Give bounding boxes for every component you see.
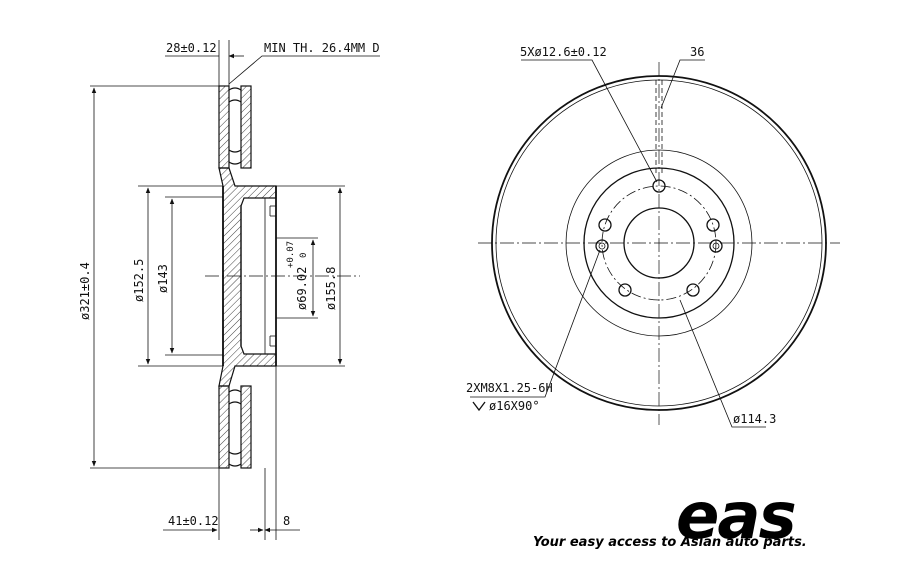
- bolt-hole-4: [618, 283, 632, 297]
- hat-thickness-dim: 8: [283, 514, 290, 528]
- hat-height-dim: 41±0.12: [168, 514, 219, 528]
- diameter-143-dim: ø143: [156, 264, 170, 293]
- side-section-view: 28±0.12 MIN TH. 26.4MM D ø321±0.4 ø152.5…: [78, 40, 380, 540]
- threaded-hole-left: [595, 239, 609, 253]
- countersink-symbol: [472, 401, 486, 412]
- bottom-vent-edges: [228, 389, 242, 467]
- overall-thickness-dim: 28±0.12: [166, 41, 217, 55]
- top-vent-edges: [228, 87, 242, 165]
- bottom-inner-plate: [240, 385, 252, 469]
- pcd-leader: [679, 299, 766, 428]
- pcd-dim: ø114.3: [733, 412, 776, 426]
- top-outer-plate: [218, 85, 230, 169]
- bolt-hole-1: [652, 179, 666, 193]
- center-bore: [623, 207, 695, 279]
- threaded-hole-right: [709, 239, 723, 253]
- center-bore-tol-low: 0: [299, 253, 309, 258]
- front-view: 5Xø12.6±0.12 36 2XM8X1.25-6H ø16X90° ø11…: [466, 45, 840, 428]
- hat-diameter-dim: ø155.8: [324, 267, 338, 310]
- disc-outer-chamfer: [495, 79, 823, 407]
- vent-count-dim: 36: [690, 45, 704, 59]
- center-bore-dim: ø69.02: [295, 267, 309, 310]
- bolt-holes-leader: [521, 59, 658, 183]
- center-bore-tol: +0.07: [286, 241, 296, 268]
- top-inner-plate: [240, 85, 252, 169]
- vent-leader: [660, 59, 705, 109]
- friction-inner-edge: [565, 149, 753, 337]
- outer-diameter-dim: ø321±0.4: [78, 262, 92, 320]
- threaded-holes-leader: [470, 249, 601, 398]
- disc-outer-edge: [491, 75, 827, 411]
- bolt-hole-5: [598, 218, 612, 232]
- hat-section: [218, 167, 277, 387]
- min-thickness-dim: MIN TH. 26.4MM D: [264, 41, 380, 55]
- diameter-152-dim: ø152.5: [132, 259, 146, 302]
- brand-logo: eas: [676, 480, 795, 554]
- bolt-holes-dim: 5Xø12.6±0.12: [520, 45, 607, 59]
- bottom-outer-plate: [218, 385, 230, 469]
- hat-outer-edge: [583, 167, 735, 319]
- brand-block: eas Your easy access to Asian auto parts…: [533, 480, 807, 554]
- bolt-hole-3: [686, 283, 700, 297]
- min-thickness-leader: [228, 55, 380, 85]
- threaded-holes-dim: 2XM8X1.25-6H: [466, 381, 553, 395]
- countersink-dim: ø16X90°: [489, 399, 540, 413]
- brand-tagline: Your easy access to Asian auto parts.: [533, 535, 807, 550]
- bolt-hole-2: [706, 218, 720, 232]
